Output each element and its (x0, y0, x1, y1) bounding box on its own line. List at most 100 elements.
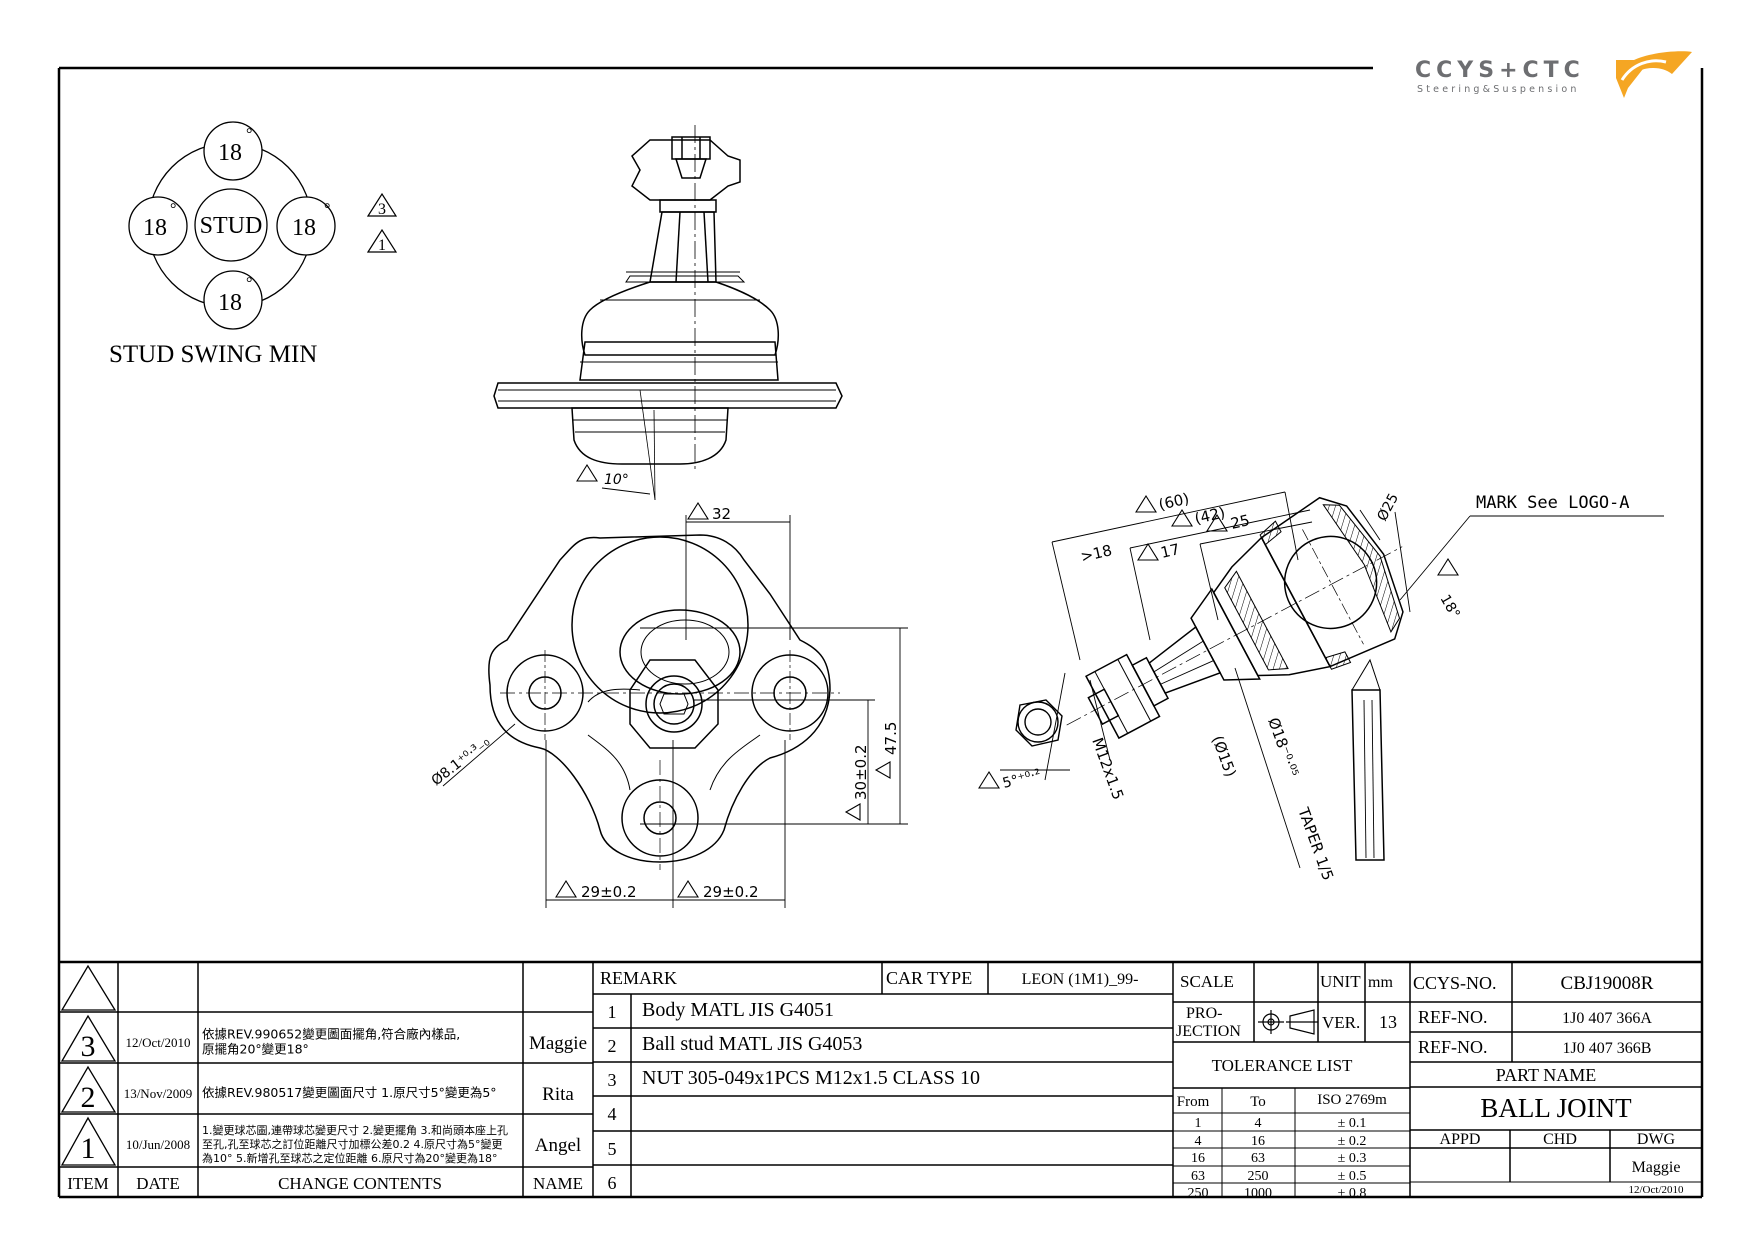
revision-date: 10/Jun/2008 (126, 1137, 190, 1152)
remark-item-no: 1 (608, 1002, 617, 1022)
tol-to: 4 (1255, 1116, 1262, 1131)
drawer-name: Maggie (1632, 1159, 1681, 1176)
remark-item-text: Body MATL JIS G4051 (642, 999, 834, 1021)
chd-label: CHD (1543, 1131, 1577, 1148)
revision-name: Maggie (529, 1033, 587, 1054)
projection-label: JECTION (1176, 1023, 1241, 1040)
revision-name: Angel (535, 1135, 581, 1156)
tol-value: ± 0.8 (1338, 1186, 1367, 1201)
ref-number: 1J0 407 366B (1563, 1040, 1652, 1057)
revision-triangle-icon (555, 501, 891, 898)
revision-change-text: 1.變更球芯圖,連帶球芯變更尺寸 2.變更擺角 3.和尚頭本座上孔 (202, 1123, 508, 1137)
ver-label: VER. (1322, 1013, 1360, 1032)
tol-to: 1000 (1244, 1186, 1272, 1201)
tol-to: 250 (1248, 1169, 1269, 1184)
car-type-value: LEON (1M1)_99- (1022, 971, 1139, 988)
dwg-label: DWG (1637, 1131, 1676, 1148)
revision-change-text: 依據REV.990652變更圖面擺角,符合廠內樣品, (202, 1027, 460, 1042)
ball-joint-side-view (493, 125, 843, 501)
company-logo: CCYS+CTC Steering&Suspension (1415, 51, 1692, 98)
mark-note: MARK See LOGO-A (1476, 493, 1630, 513)
remark-item-text: Ball stud MATL JIS G4053 (642, 1033, 862, 1055)
ref-number: 1J0 407 366A (1562, 1010, 1652, 1027)
remark-item-no: 2 (608, 1036, 617, 1056)
revision-date: 13/Nov/2009 (124, 1086, 193, 1101)
tol-from: 1 (1195, 1116, 1202, 1131)
logo-brand: CCYS+CTC (1415, 58, 1585, 83)
ver-value: 13 (1379, 1012, 1397, 1032)
swing-center-label: STUD (200, 213, 263, 239)
tol-from: 63 (1191, 1169, 1205, 1184)
swing-bottom-value: 18 (218, 290, 242, 316)
revision-number: 3 (81, 1030, 96, 1063)
remark-header: REMARK (600, 968, 677, 988)
drawing-border (57, 66, 1704, 1199)
remark-item-no: 5 (608, 1139, 617, 1159)
dim-47-5: 47.5 (882, 722, 900, 755)
revision-item-triangles (60, 964, 117, 1166)
header-name: NAME (533, 1174, 583, 1193)
revision-triangle-icon (978, 494, 1459, 789)
ccys-number: CBJ19008R (1561, 973, 1654, 994)
title-block-lines (59, 960, 1702, 1197)
tol-from: 250 (1188, 1186, 1209, 1201)
projection-symbol-icon (1258, 1009, 1318, 1035)
revision-number: 2 (81, 1081, 96, 1114)
revision-change-text: 原擺角20°變更18° (202, 1042, 309, 1057)
dim-angle-side: 10° (604, 472, 629, 488)
tol-from: 4 (1195, 1134, 1202, 1149)
drawing-date: 12/Oct/2010 (1629, 1184, 1684, 1196)
revision-date: 12/Oct/2010 (126, 1035, 191, 1050)
header-item: ITEM (67, 1174, 109, 1193)
car-type-label: CAR TYPE (886, 968, 972, 988)
revision-triangle-icon (576, 463, 598, 482)
logo-tagline: Steering&Suspension (1417, 84, 1580, 95)
swing-right-value: 18 (292, 215, 316, 241)
stud-swing-diagram (128, 121, 336, 330)
revision-change-text: 為10° 5.新增孔至球芯之定位距離 6.原尺寸為20°變更為18° (202, 1151, 497, 1165)
dim-30: 30±0.2 (852, 744, 870, 800)
remark-item-no: 3 (608, 1070, 617, 1090)
dim-32: 32 (712, 505, 731, 523)
revision-name: Rita (542, 1084, 574, 1105)
svg-text:1: 1 (378, 237, 386, 254)
tol-to: 63 (1251, 1151, 1265, 1166)
svg-text:°: ° (246, 126, 252, 143)
dim-17: 17 (1159, 540, 1182, 562)
tol-to: 16 (1251, 1134, 1265, 1149)
tol-value: ± 0.5 (1338, 1169, 1367, 1184)
tol-value: ± 0.2 (1338, 1134, 1367, 1149)
ref-label: REF-NO. (1418, 1037, 1488, 1057)
tol-value: ± 0.1 (1338, 1116, 1367, 1131)
revision-number: 1 (81, 1132, 96, 1165)
swing-top-value: 18 (218, 140, 242, 166)
unit-label: UNIT (1320, 972, 1361, 991)
ccys-label: CCYS-NO. (1413, 973, 1497, 993)
ball-joint-section-view (1066, 496, 1404, 740)
stud-swing-title: STUD SWING MIN (109, 341, 317, 368)
ref-label: REF-NO. (1418, 1007, 1488, 1027)
part-name: BALL JOINT (1480, 1093, 1632, 1123)
section-dimensions (1000, 491, 1664, 869)
header-change-contents: CHANGE CONTENTS (278, 1174, 442, 1193)
header-date: DATE (136, 1174, 179, 1193)
tol-header-iso: ISO 2769m (1317, 1092, 1387, 1108)
remark-item-no: 4 (608, 1104, 617, 1124)
dim-29-left: 29±0.2 (581, 883, 637, 901)
tol-header-to: To (1250, 1094, 1266, 1110)
section-shaft (1351, 658, 1385, 861)
tol-value: ± 0.3 (1338, 1151, 1367, 1166)
dim-29-right: 29±0.2 (703, 883, 759, 901)
top-view-dimensions (442, 515, 908, 908)
unit-value: mm (1368, 974, 1393, 991)
tolerance-title: TOLERANCE LIST (1212, 1056, 1353, 1075)
svg-text:°: ° (246, 275, 252, 292)
ball-joint-top-view (488, 534, 840, 870)
projection-label: PRO- (1186, 1005, 1222, 1022)
tol-header-from: From (1177, 1094, 1210, 1110)
scale-label: SCALE (1180, 972, 1234, 991)
appd-label: APPD (1440, 1131, 1481, 1148)
revision-change-text: 依據REV.980517變更圖面尺寸 1.原尺寸5°變更為5° (202, 1085, 497, 1100)
